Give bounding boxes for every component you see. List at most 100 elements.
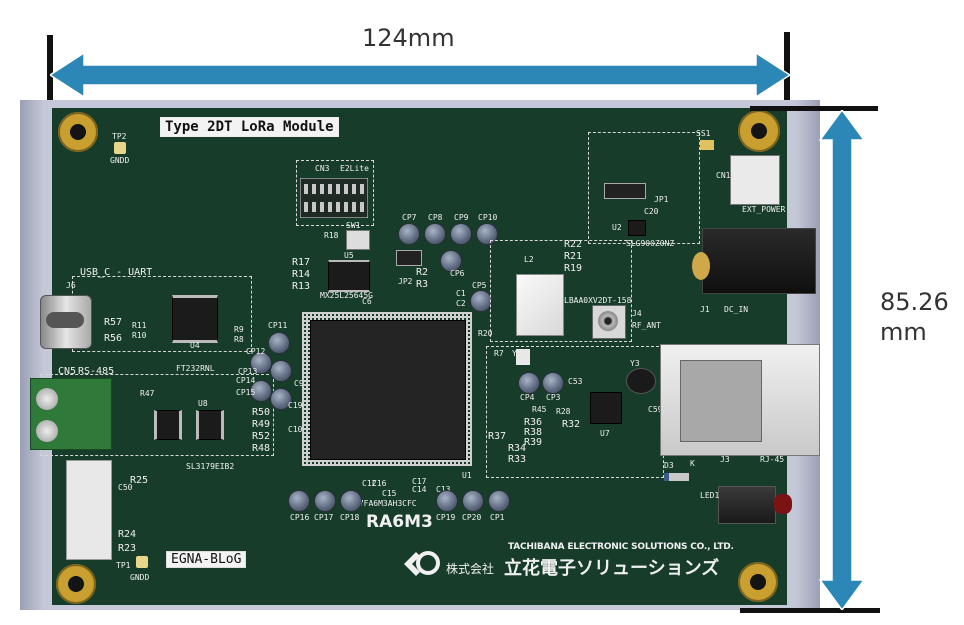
y2-crystal	[516, 349, 530, 365]
cp6-label: CP6	[450, 269, 465, 278]
led1-label: LED1	[700, 491, 720, 500]
r45-label: R45	[532, 405, 547, 414]
cp20-label: CP20	[462, 513, 482, 522]
c53-label: C53	[568, 377, 583, 386]
width-dimension: 124mm	[0, 0, 964, 185]
led1-lens	[774, 494, 792, 514]
mcu-ra6m3	[310, 320, 466, 460]
tp1-label: TP1	[116, 561, 131, 570]
sw1-switch	[346, 230, 370, 250]
terminal-screw-1	[36, 388, 58, 410]
width-arrow	[50, 51, 790, 99]
cp15-label: CP15	[236, 388, 256, 397]
d3-label: D3	[664, 461, 674, 470]
u7-chip	[590, 392, 622, 424]
r52-label: R52	[252, 431, 271, 442]
cp5-label: CP5	[472, 281, 487, 290]
company-name-jp: 立花電子ソリューションズ	[504, 558, 720, 579]
cp15	[270, 388, 292, 410]
usb-uart-outline	[72, 276, 252, 352]
cp1-label: CP1	[490, 513, 505, 522]
r32-label: R32	[562, 419, 581, 430]
cn3-header-pins	[300, 178, 368, 218]
c12-label: C12	[362, 479, 377, 488]
u9-chip	[154, 410, 182, 440]
ss1-part	[700, 140, 714, 150]
j4-label: J4	[632, 309, 642, 318]
y3-label: Y3	[630, 359, 640, 368]
r39-label: R39	[524, 437, 543, 448]
cp12-label: CP12	[246, 347, 266, 356]
r47-label: R47	[140, 389, 155, 398]
j3-label: J3	[720, 455, 730, 464]
r36-label: R36	[524, 417, 543, 428]
cp11-label: CP11	[268, 321, 288, 330]
project-label: EGNA-BLoG	[166, 551, 247, 568]
l2-label: L2	[524, 255, 534, 264]
lora-module	[516, 274, 564, 336]
c20-label: C20	[644, 207, 659, 216]
c2-label: C2	[456, 299, 466, 308]
e2lite-label: E2Lite	[340, 164, 369, 173]
mcu-name-label: RA6M3	[366, 512, 433, 532]
height-arrow	[818, 110, 866, 610]
rj45-port	[680, 360, 762, 442]
board-title: Type 2DT LoRa Module	[160, 117, 339, 137]
cp3-label: CP3	[546, 393, 561, 402]
cp7	[398, 223, 420, 245]
cp13-label: CP13	[238, 367, 258, 376]
cp9	[450, 223, 472, 245]
c6-label: C6	[362, 297, 372, 306]
cp8-label: CP8	[428, 213, 443, 222]
u7-label: U7	[600, 429, 610, 438]
r14-label: R14	[292, 269, 311, 280]
r49-label: R49	[252, 419, 271, 430]
r25-label: R25	[130, 475, 149, 486]
mounting-hole-bottom-right	[738, 562, 778, 602]
mx25-label: MX25L25645G	[320, 291, 373, 300]
cn1-label: CN1	[716, 171, 731, 180]
r9-label: R9	[234, 325, 244, 334]
r18-label: R18	[324, 231, 339, 240]
u5-label: U5	[344, 251, 354, 260]
cp9-label: CP9	[454, 213, 469, 222]
cp10	[476, 223, 498, 245]
company-prefix-jp: 株式会社	[446, 562, 495, 576]
test-point-tp2	[114, 142, 126, 154]
c14-label: C14	[412, 485, 427, 494]
d3-diode	[664, 473, 689, 481]
cp1	[488, 490, 510, 512]
u8-label: U8	[198, 399, 208, 408]
cp7-label: CP7	[402, 213, 417, 222]
ft232-chip	[172, 295, 218, 343]
j1-label: J1	[700, 305, 710, 314]
cp8	[424, 223, 446, 245]
cp14-label: CP14	[236, 376, 256, 385]
lora-outline	[490, 240, 632, 342]
jp2-jumper	[396, 250, 422, 266]
ext-power-label: EXT_POWER	[742, 205, 786, 214]
u4-label: U4	[190, 341, 200, 350]
cp4-label: CP4	[520, 393, 535, 402]
jp1-label: JP1	[654, 195, 669, 204]
u1-label: U1	[462, 471, 472, 480]
cn3-outline	[296, 160, 374, 226]
dc-jack	[702, 228, 816, 294]
jp1-header	[604, 183, 646, 199]
c17-label: C17	[412, 477, 427, 486]
c15-label: C15	[382, 489, 397, 498]
c50-label: C50	[118, 483, 133, 492]
r2-label: R2	[416, 267, 429, 278]
cp6	[440, 250, 462, 272]
r7-label: R7	[494, 349, 504, 358]
r3-label: R3	[416, 279, 429, 290]
mounting-hole-top-right	[738, 110, 780, 152]
mounting-hole-bottom-left	[56, 564, 96, 604]
sl3179-label: SL3179EIB2	[186, 462, 235, 471]
cp12	[250, 352, 272, 374]
power-outline	[588, 132, 700, 244]
cp16	[288, 490, 310, 512]
company-name-en: TACHIBANA ELECTRONIC SOLUTIONS CO., LTD.	[508, 542, 734, 552]
cp19	[436, 490, 458, 512]
cp14	[250, 380, 272, 402]
